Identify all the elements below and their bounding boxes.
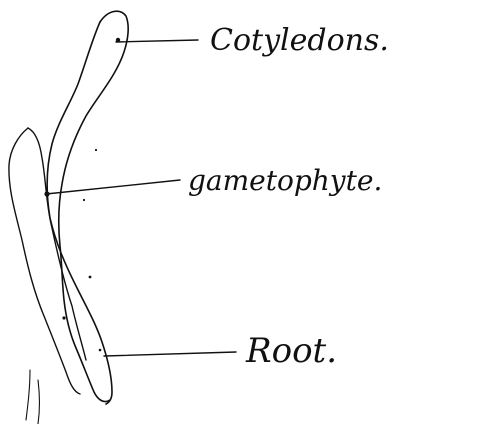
gametophyte-leader-line: [46, 180, 180, 194]
gametophyte-outline-left: [9, 128, 80, 394]
gametophyte-tail-2: [38, 380, 40, 424]
root-label: Root.: [245, 331, 337, 371]
gametophyte-label: gametophyte.: [188, 164, 382, 197]
root-leader-line: [104, 352, 236, 356]
texture-dot-5: [95, 149, 97, 151]
seedling-outline-left: [59, 11, 128, 401]
texture-dot-4: [83, 199, 85, 201]
cotyledons-label: Cotyledons.: [210, 23, 389, 58]
texture-dot-2: [62, 316, 65, 319]
texture-dot-1: [89, 276, 92, 279]
gametophyte-tail: [26, 370, 30, 420]
cotyledons-leader-line: [116, 40, 198, 42]
texture-dot-3: [99, 349, 102, 352]
